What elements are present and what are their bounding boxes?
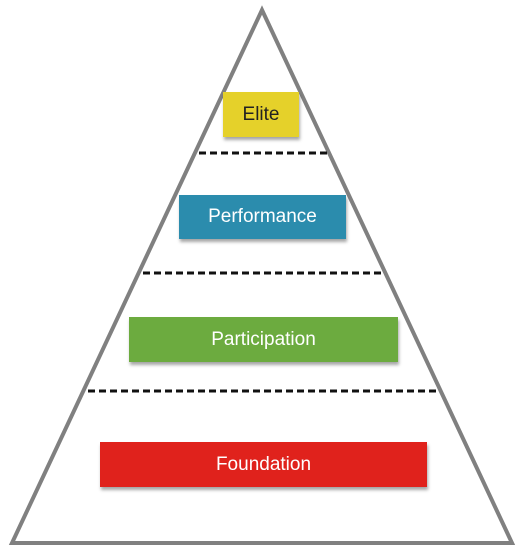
level-performance-label: Performance xyxy=(208,206,317,227)
level-participation: Participation xyxy=(129,317,398,362)
level-elite-label: Elite xyxy=(242,103,280,125)
level-foundation: Foundation xyxy=(100,442,427,487)
pyramid-outline xyxy=(8,5,516,545)
level-performance: Performance xyxy=(179,195,346,239)
level-foundation-label: Foundation xyxy=(215,453,312,475)
level-elite: Elite xyxy=(223,92,299,137)
level-participation-label: Participation xyxy=(211,328,316,350)
